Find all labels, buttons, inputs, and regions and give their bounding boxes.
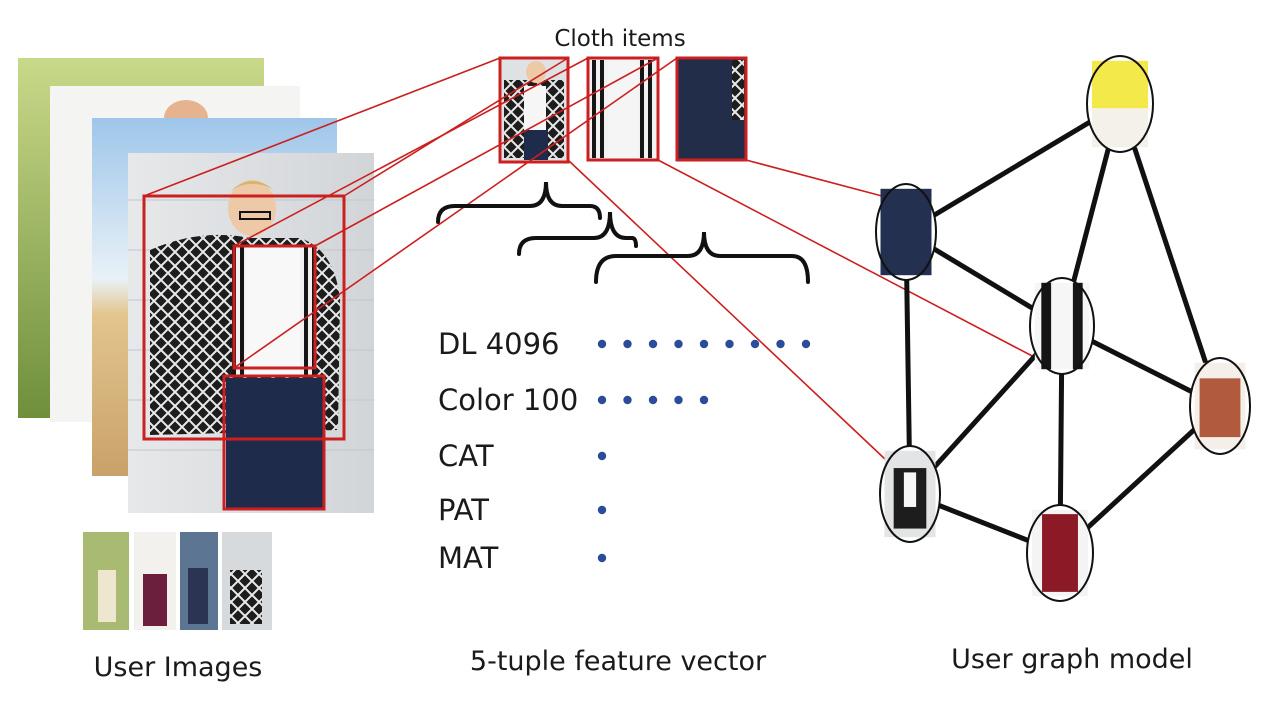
feature-row: MAT: [438, 541, 607, 575]
feature-dot: [776, 339, 785, 349]
graph-node-image: [1091, 60, 1149, 109]
feature-row: PAT: [438, 493, 607, 527]
detection-box-shirt: [232, 244, 317, 370]
feature-row: DL 4096: [438, 327, 811, 361]
cloth-items: [498, 56, 748, 164]
detection-box-jeans: [222, 374, 326, 511]
feature-name: CAT: [438, 439, 494, 473]
graph-model-label: User graph model: [951, 644, 1193, 675]
feature-vector-label: 5-tuple feature vector: [470, 646, 767, 677]
graph-edge: [904, 101, 1122, 235]
graph-edge: [1117, 103, 1223, 407]
graph-node-red-dress: [1026, 504, 1094, 602]
graph-node-yellow-top: [1086, 55, 1154, 153]
cloth-items-label: Cloth items: [554, 26, 685, 52]
graph-node-outline: [1189, 357, 1251, 455]
feature-dot: [623, 339, 632, 349]
graph-node-image: [1041, 282, 1052, 370]
feature-name: Color 100: [438, 383, 578, 417]
feature-dot: [801, 339, 811, 349]
feature-dot: [597, 505, 607, 515]
user-graph: [875, 55, 1251, 602]
graph-node-outline: [875, 183, 937, 281]
graph-node-image: [1042, 514, 1078, 592]
main-photo-detection-boxes: [142, 194, 346, 511]
detection-box-cardigan: [142, 194, 346, 441]
feature-dot: [597, 395, 607, 405]
feature-dot: [648, 339, 658, 349]
feature-name: DL 4096: [438, 327, 560, 361]
feature-dot: [648, 395, 658, 405]
graph-node-jeans: [875, 183, 937, 281]
graph-node-image: [903, 472, 917, 507]
feature-dot: [623, 395, 632, 405]
connector-lines: [143, 57, 1037, 461]
user-image-stack: [18, 58, 374, 513]
graph-node-image: [1199, 378, 1241, 438]
graph-node-image: [1091, 108, 1149, 148]
feature-dot: [699, 395, 709, 405]
feature-name: PAT: [438, 493, 489, 527]
feature-dot: [597, 553, 607, 563]
graph-nodes: [875, 55, 1251, 602]
feature-braces: [436, 181, 810, 284]
cloth-item-striped-shirt: [586, 56, 660, 162]
graph-node-striped-shirt: [1029, 277, 1095, 375]
graph-node-brown-bag: [1189, 357, 1251, 455]
feature-row: CAT: [438, 439, 607, 473]
user-images-label: User Images: [94, 652, 263, 683]
feature-dot: [674, 339, 683, 349]
feature-name: MAT: [438, 541, 499, 575]
feature-dot: [597, 451, 607, 461]
graph-node-cardigan: [879, 445, 941, 543]
brace-shirt: [517, 211, 638, 256]
graph-node-image: [880, 188, 932, 276]
feature-dot: [674, 395, 683, 405]
feature-dot: [699, 339, 709, 349]
feature-dot: [750, 339, 760, 349]
user-image-thumbnails: [83, 532, 272, 630]
cloth-item-jeans: [675, 56, 748, 162]
graph-node-image: [1072, 282, 1083, 370]
brace-jeans: [594, 231, 810, 284]
feature-dot: [725, 339, 734, 349]
feature-row: Color 100: [438, 383, 709, 417]
brace-cardigan: [436, 181, 602, 224]
graph-node-outline: [1086, 55, 1154, 153]
graph-node-outline: [1026, 504, 1094, 602]
graph-node-outline: [879, 445, 941, 543]
graph-node-outline: [1029, 277, 1095, 375]
feature-dot: [597, 339, 607, 349]
